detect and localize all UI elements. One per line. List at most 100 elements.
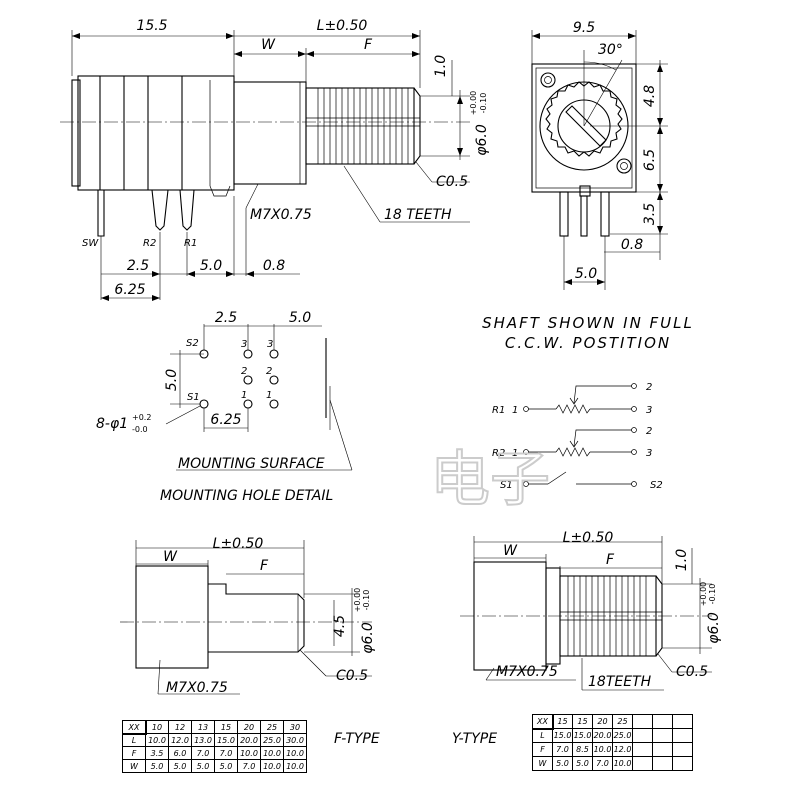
mounting-hole-detail: 2.5 5.0 S2 S1 3 3 2 2 1 1 5.0 6.25 8-φ1 … <box>96 310 353 504</box>
sch-t1b: 1 <box>512 448 518 459</box>
y-dim-1-0: 1.0 <box>674 549 690 571</box>
table-cell: 7.0 <box>237 759 261 773</box>
table-cell: 10.0 <box>592 742 613 757</box>
y-dim-w: W <box>503 543 518 559</box>
mount-num-1a: 1 <box>241 390 247 401</box>
table-cell: 20 <box>592 714 613 729</box>
mounting-detail-title: MOUNTING HOLE DETAIL <box>160 488 333 504</box>
table-cell <box>652 742 673 757</box>
f-thread: M7X0.75 <box>166 680 228 696</box>
sch-t1a: 1 <box>512 405 518 416</box>
table-cell: 10.0 <box>145 733 169 747</box>
f-chamfer: C0.5 <box>336 668 368 684</box>
dim-w: W <box>261 37 276 53</box>
dim-9-5: 9.5 <box>573 20 595 36</box>
sch-t2b: 2 <box>646 426 652 437</box>
hole-tol-lower: -0.0 <box>132 425 148 434</box>
table-cell: 20 <box>237 720 261 734</box>
sch-r2: R2 <box>492 448 505 459</box>
table-cell: 6.0 <box>168 746 192 760</box>
pin-sw: SW <box>82 238 99 249</box>
pin-r2: R2 <box>143 238 156 249</box>
chamfer-label: C0.5 <box>436 174 468 190</box>
dia-tol-upper: +0.00 <box>469 91 478 116</box>
dim-3-5: 3.5 <box>642 203 658 225</box>
sch-s1: S1 <box>500 480 513 491</box>
side-view: 15.5 L±0.50 W F 1.0 φ6.0 +0.00 -0.10 C0.… <box>60 18 490 301</box>
table-cell: 30 <box>283 720 307 734</box>
f-dim-w: W <box>163 549 178 565</box>
table-cell: 20.0 <box>237 733 261 747</box>
y-dim-diameter: φ6.0 <box>706 612 722 644</box>
y-chamfer: C0.5 <box>676 664 708 680</box>
table-cell <box>652 714 673 729</box>
table-cell: 10.0 <box>237 746 261 760</box>
table-cell: 15.0 <box>572 728 593 743</box>
table-cell: 8.5 <box>572 742 593 757</box>
table-cell: XX <box>531 713 554 730</box>
f-dim-4-5: 4.5 <box>332 615 348 637</box>
table-cell: 13 <box>191 720 215 734</box>
angle-30: 30° <box>598 42 623 58</box>
table-cell: F <box>122 746 146 760</box>
table-cell: 25.0 <box>260 733 284 747</box>
dim-length: L±0.50 <box>317 18 368 34</box>
y-dim-length: L±0.50 <box>563 530 614 546</box>
f-dia-tol-lower: -0.10 <box>362 590 371 611</box>
table-cell: F <box>532 742 553 757</box>
table-cell: 5.0 <box>191 759 215 773</box>
table-cell: 15 <box>214 720 238 734</box>
f-dim-length: L±0.50 <box>213 536 264 552</box>
table-cell <box>652 756 673 771</box>
teeth-label: 18 TEETH <box>384 207 452 223</box>
sch-t3b: 3 <box>646 448 652 459</box>
mount-pin-s2: S2 <box>186 338 199 349</box>
f-type-view: L±0.50 W F 4.5 φ6.0 +0.00 -0.10 C0.5 M7X… <box>120 536 380 747</box>
table-cell <box>632 742 653 757</box>
table-cell: W <box>532 756 553 771</box>
f-dim-diameter: φ6.0 <box>360 622 376 654</box>
table-cell: L <box>122 733 146 747</box>
mount-num-2b: 2 <box>266 366 272 377</box>
table-cell: 12.0 <box>168 733 192 747</box>
table-cell: 5.0 <box>552 756 573 771</box>
table-cell: 25 <box>612 714 633 729</box>
table-cell: 15.0 <box>552 728 573 743</box>
sch-r1: R1 <box>492 405 505 416</box>
table-cell <box>672 728 693 743</box>
table-cell: 20.0 <box>592 728 613 743</box>
f-type-label: F-TYPE <box>334 731 380 747</box>
table-cell: 12 <box>168 720 192 734</box>
table-cell: 5.0 <box>145 759 169 773</box>
table-cell <box>652 728 673 743</box>
sch-s2: S2 <box>650 480 663 491</box>
table-cell <box>672 714 693 729</box>
mount-num-2a: 2 <box>241 366 247 377</box>
y-type-view: L±0.50 W F 1.0 φ6.0 +0.00 -0.10 C0.5 M7X… <box>452 530 722 747</box>
hole-tol-upper: +0.2 <box>132 413 151 422</box>
watermark: 电子 <box>430 445 550 515</box>
table-cell: 25.0 <box>612 728 633 743</box>
mount-dim-5-0-top: 5.0 <box>289 310 311 326</box>
table-cell: 13.0 <box>191 733 215 747</box>
table-cell: 3.5 <box>145 746 169 760</box>
dia-tol-lower: -0.10 <box>479 93 488 114</box>
dim-15-5: 15.5 <box>136 18 167 34</box>
front-view: 30° 9.5 4.8 6.5 3.5 0.8 5.0 <box>531 20 668 290</box>
y-dia-tol-upper: +0.00 <box>699 582 708 607</box>
mount-num-3b: 3 <box>267 339 273 350</box>
table-cell <box>632 714 653 729</box>
mounting-surface-label: MOUNTING SURFACE <box>178 456 325 472</box>
note-line-2: C.C.W. POSTITION <box>505 334 671 352</box>
mount-num-3a: 3 <box>241 339 247 350</box>
thread-label: M7X0.75 <box>250 207 312 223</box>
mount-pin-s1: S1 <box>187 392 200 403</box>
table-cell: 5.0 <box>168 759 192 773</box>
table-cell <box>672 742 693 757</box>
